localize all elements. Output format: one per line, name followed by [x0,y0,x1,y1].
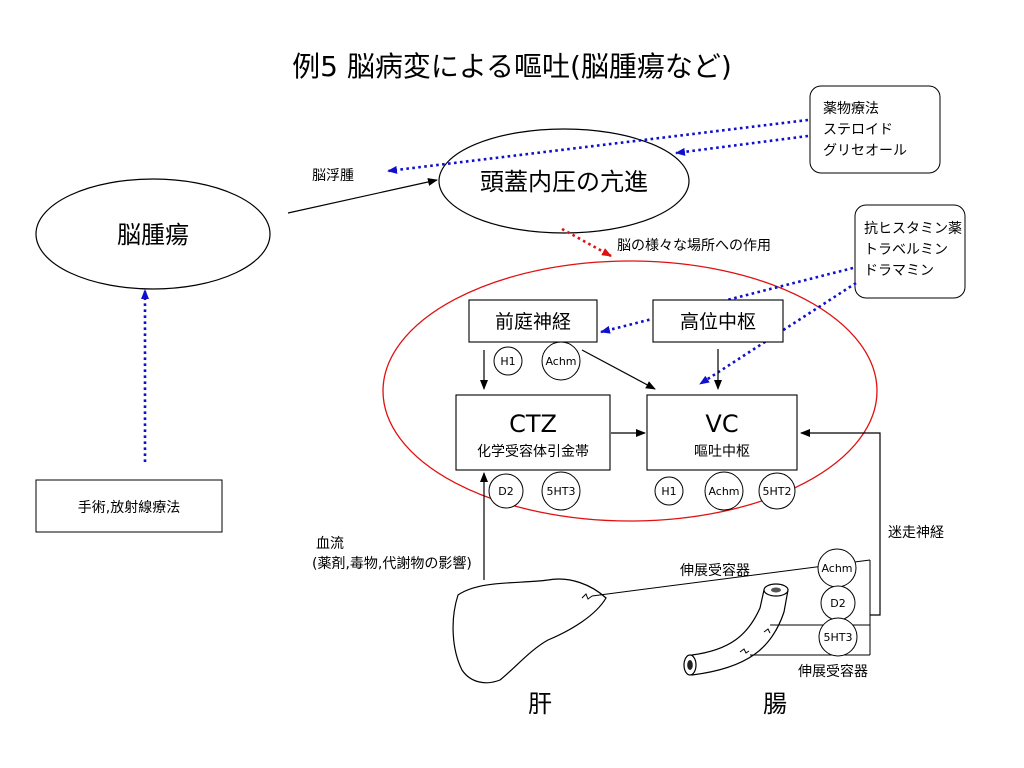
vagus-nerve-path [800,429,881,616]
vc-subtitle: 嘔吐中枢 [694,444,750,460]
blood-flow-label: 血流 [316,536,344,552]
ctz-5ht3-receptor [541,471,581,511]
intestine-shape [691,589,789,676]
higher-center-box [652,299,784,343]
intestine-lumen-bottom [687,660,693,670]
brain-tumor-label: 脳腫瘍 [117,221,189,249]
drug-to-edema-arrow [387,118,809,174]
vc-h1-label: H1 [661,485,676,498]
page-title: 例5 脳病変による嘔吐(脳腫瘍など) [292,50,732,83]
blood-flow-detail: (薬剤,毒物,代謝物の影響) [312,555,472,572]
drug-therapy-box [809,85,941,174]
vestibular-box [468,299,598,343]
ctz-title: CTZ [509,410,557,438]
stretch-receptor-label-2: 伸展受容器 [798,663,868,680]
vc-5ht2-label: 5HT2 [763,485,792,498]
vc-h1-receptor [654,476,684,506]
antihistamine-line-2: トラベルミン [864,242,948,258]
icp-ellipse [438,128,690,234]
ctz-box [455,394,611,471]
vc-title: VC [705,410,738,438]
ctz-5ht3-label: 5HT3 [547,485,576,498]
vestibular-to-vc-arrow [581,349,656,390]
surgery-label: 手術,放射線療法 [78,499,180,516]
intestine-label: 腸 [763,690,787,718]
icp-to-brain-arrow [561,227,612,258]
ctz-subtitle: 化学受容体引金帯 [477,443,589,460]
brain-action-label: 脳の様々な場所への作用 [617,238,771,254]
gut-5ht3-receptor [818,617,858,657]
drug-therapy-line-2: ステロイド [823,122,893,138]
gut-d2-label: D2 [830,597,845,610]
vc-achm-label: Achm [708,485,739,498]
drug-therapy-line-1: 薬物療法 [823,100,879,117]
brain-tumor-ellipse [35,178,271,290]
icp-label: 頭蓋内圧の亢進 [480,168,648,196]
ctz-d2-receptor [488,473,524,509]
antihistamine-line-3: ドラマミン [864,263,934,279]
vestibular-achm-label: Achm [545,355,576,368]
ctz-d2-label: D2 [498,485,513,498]
drug-to-icp-arrow [675,134,809,156]
antihistamine-box [854,204,966,299]
antihistamine-to-vestibular-arrow [600,266,854,334]
higher-center-label: 高位中枢 [680,311,756,333]
vc-achm-receptor [704,471,744,511]
vestibular-achm-receptor [541,341,581,381]
gut-achm-label: Achm [821,562,852,575]
drug-therapy-line-3: グリセオール [823,143,907,159]
vc-box [646,394,798,471]
vc-5ht2-receptor [758,472,796,510]
liver-label: 肝 [528,690,552,718]
intestine-nerve-ending-2 [739,648,750,654]
brain-edema-label: 脳浮腫 [312,168,354,184]
brain-region-ellipse [382,260,878,522]
gut-5ht3-label: 5HT3 [824,631,853,644]
vestibular-h1-receptor [493,346,523,376]
liver-nerve-ending [581,593,593,600]
vestibular-h1-label: H1 [500,355,515,368]
antihistamine-to-vc-arrow [699,281,857,386]
surgery-box [35,479,223,533]
stretch-receptor-label-1: 伸展受容器 [680,562,750,579]
intestine-nerve-ending-1 [763,628,771,634]
antihistamine-line-1: 抗ヒスタミン薬 [864,221,962,237]
intestine-lumen-top [771,587,781,593]
vagus-label: 迷走神経 [888,525,944,541]
liver-shape [452,578,607,684]
vestibular-label: 前庭神経 [495,311,571,333]
tumor-to-icp-arrow [287,178,438,214]
h1-text: H1 [500,355,515,368]
